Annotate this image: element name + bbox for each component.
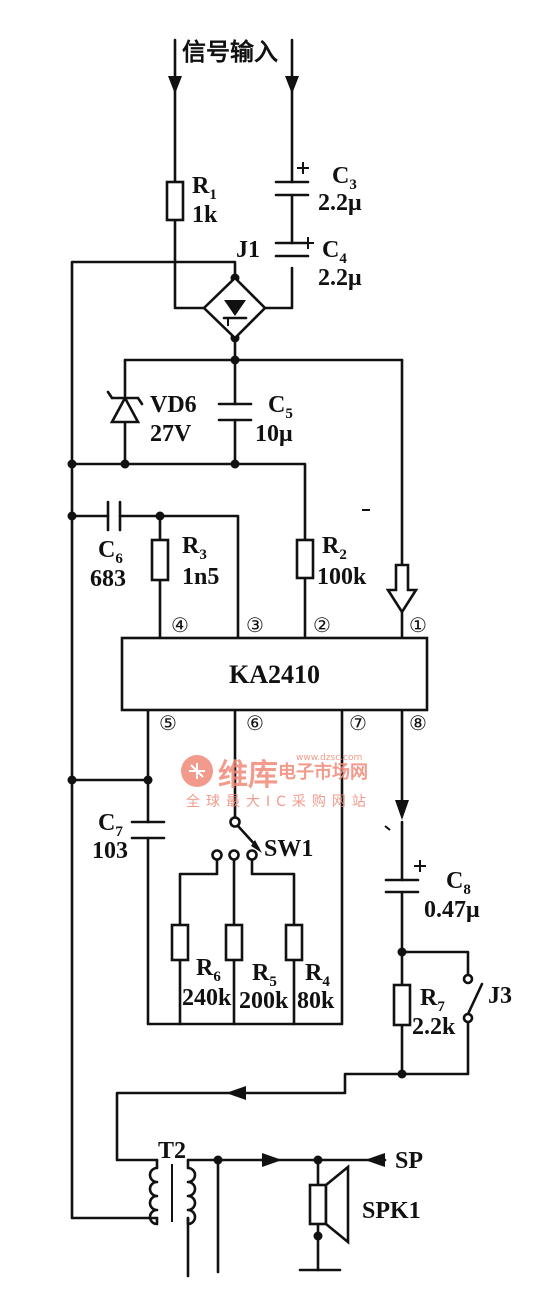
r3-value: 1n5 xyxy=(182,564,219,590)
ic-pin-7: ⑦ xyxy=(349,713,367,735)
stray-marks xyxy=(362,509,391,831)
c8-value: 0.47μ xyxy=(424,897,480,923)
capacitor-c5: C5 10μ xyxy=(217,392,293,447)
capacitor-c7: C7 103 xyxy=(92,810,166,864)
ic-pin-4: ④ xyxy=(171,615,189,637)
c6-name: C6 xyxy=(98,537,123,567)
zener-vd6: VD6 27V xyxy=(106,390,197,447)
r5-value: 200k xyxy=(239,988,289,1014)
c3-value: 2.2μ xyxy=(318,190,362,216)
ic-pin-6: ⑥ xyxy=(246,713,264,735)
watermark-url: www.dzsc.com xyxy=(296,753,362,763)
sp-label: SP xyxy=(395,1148,423,1174)
r2-name: R2 xyxy=(322,533,347,563)
transformer-t2: T2 xyxy=(148,1138,197,1226)
resistor-r6: R6 240k xyxy=(170,923,232,1011)
c5-value: 10μ xyxy=(255,421,293,447)
r3-name: R3 xyxy=(182,533,207,563)
ic-pin-1: ① xyxy=(409,615,427,637)
ic-name: KA2410 xyxy=(229,660,320,689)
j3-name: J3 xyxy=(488,983,512,1009)
watermark-brand-rest: 电子市场网 xyxy=(278,761,368,783)
ic-ka2410: KA2410 ① ② ③ ④ ⑤ ⑥ ⑦ ⑧ xyxy=(120,615,429,735)
capacitor-c3: C3 2.2μ xyxy=(274,162,362,216)
capacitor-c4: C4 2.2μ xyxy=(274,237,362,291)
c8-name: C8 xyxy=(446,868,471,898)
ic-pin-8: ⑧ xyxy=(409,713,427,735)
c4-value: 2.2μ xyxy=(318,265,362,291)
r1-name: R1 xyxy=(192,173,217,203)
signal-input-label: 信号输入 xyxy=(182,38,278,66)
signal-arrows xyxy=(168,76,419,1167)
resistor-r1: R1 1k xyxy=(165,173,218,228)
rotary-switch-sw1: SW1 xyxy=(211,816,313,862)
r1-value: 1k xyxy=(192,202,218,228)
ic-pin-2: ② xyxy=(313,615,331,637)
resistor-r2: R2 100k xyxy=(295,533,367,590)
r6-value: 240k xyxy=(182,985,232,1011)
jumper-switch-j3: J3 xyxy=(462,973,512,1024)
resistor-r3: R3 1n5 xyxy=(150,533,219,590)
r7-name: R7 xyxy=(420,985,445,1015)
c4-name: C4 xyxy=(322,237,347,267)
resistor-r5: R5 200k xyxy=(224,923,289,1014)
ic-pin-3: ③ xyxy=(246,615,264,637)
r6-name: R6 xyxy=(196,955,221,985)
r2-value: 100k xyxy=(317,564,367,590)
spk1-name: SPK1 xyxy=(362,1198,421,1224)
capacitor-c6: C6 683 xyxy=(90,500,126,592)
watermark-tagline: 全球最大IC采购网站 xyxy=(186,793,372,810)
resistor-r7: R7 2.2k xyxy=(392,983,456,1040)
resistor-r4: R4 80k xyxy=(284,923,335,1014)
vd6-name: VD6 xyxy=(150,392,197,418)
junction-dots xyxy=(67,273,407,1241)
watermark-brand: 维库 xyxy=(218,758,278,793)
speaker-spk1: SP SPK1 xyxy=(298,1148,423,1272)
r4-name: R4 xyxy=(305,960,330,990)
capacitor-c8: C8 0.47μ xyxy=(384,860,480,923)
c6-value: 683 xyxy=(90,566,126,592)
ic-pin-5: ⑤ xyxy=(159,713,177,735)
c7-name: C7 xyxy=(98,810,123,840)
t2-name: T2 xyxy=(158,1138,186,1164)
vd6-value: 27V xyxy=(150,421,192,447)
r5-name: R5 xyxy=(252,960,277,990)
j1-name: J1 xyxy=(236,237,260,263)
r4-value: 80k xyxy=(297,988,335,1014)
c3-name: C3 xyxy=(332,163,357,193)
sw1-name: SW1 xyxy=(264,836,313,862)
r7-value: 2.2k xyxy=(412,1014,456,1040)
wires xyxy=(70,38,470,1278)
watermark-logo: 维库 电子市场网 www.dzsc.com 全球最大IC采购网站 xyxy=(181,753,372,810)
bridge-rectifier-j1: J1 xyxy=(202,237,267,340)
c5-name: C5 xyxy=(268,392,293,422)
c7-value: 103 xyxy=(92,838,128,864)
